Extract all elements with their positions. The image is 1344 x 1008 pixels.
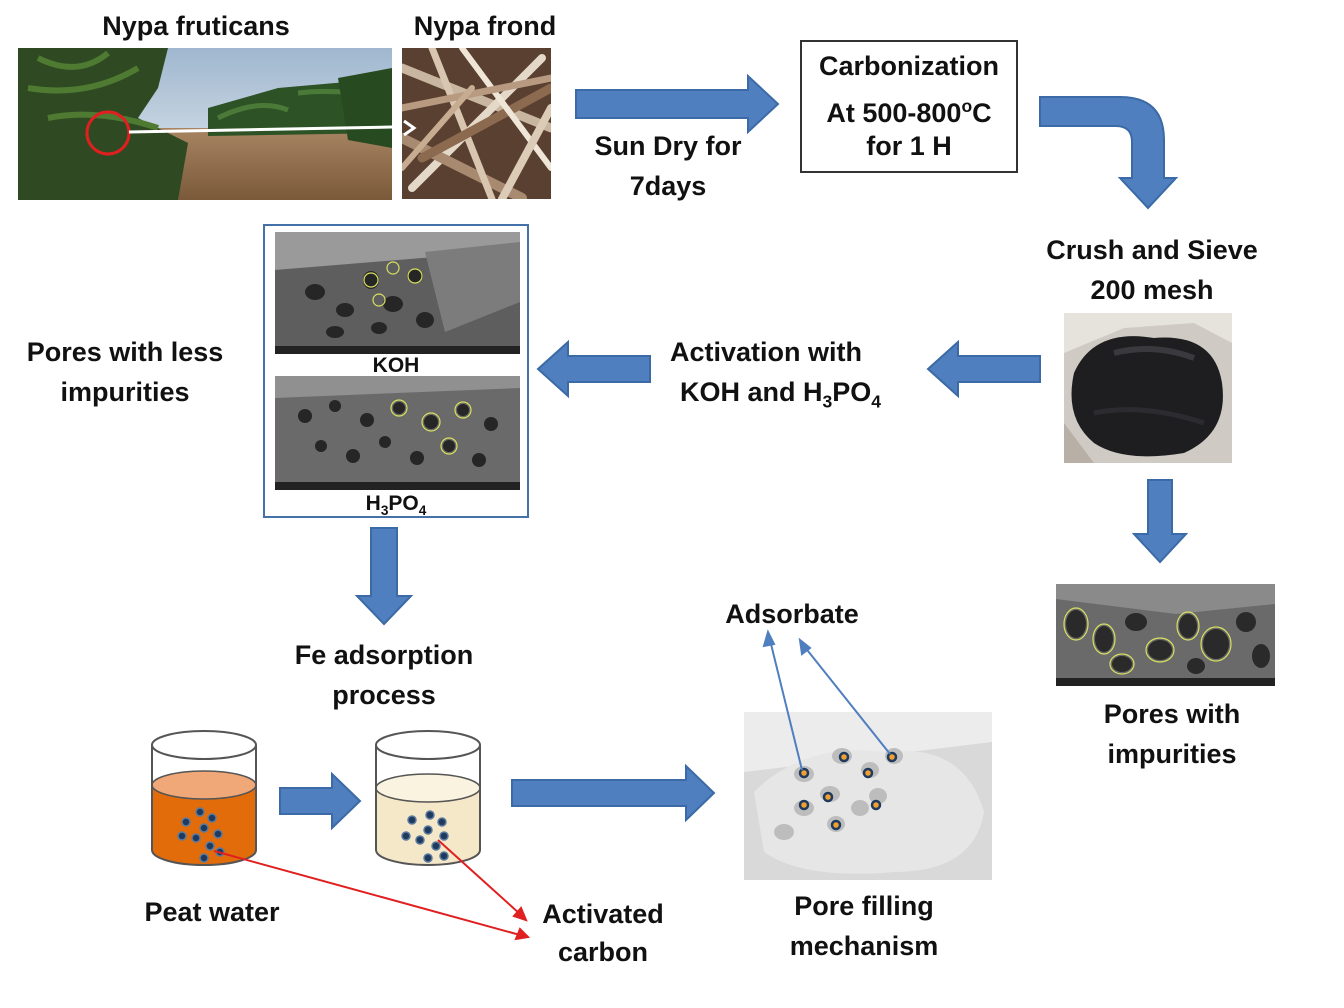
sun-dry-label-line2: 7days bbox=[629, 171, 707, 201]
activated-sem-frame: KOH H3PO4 bbox=[263, 224, 529, 518]
peat-particles bbox=[177, 807, 225, 863]
pores-with-impurities-line2: impurities bbox=[1107, 739, 1237, 769]
carbonization-line1: Carbonization bbox=[819, 51, 999, 81]
fe-adsorption-line2: process bbox=[332, 680, 436, 710]
activation-label-line1: Activation with bbox=[670, 337, 863, 367]
sem-h3po4 bbox=[275, 376, 520, 490]
sem-with-impurities bbox=[1056, 584, 1275, 686]
crush-label-line2: 200 mesh bbox=[1090, 275, 1214, 305]
highlight-circle bbox=[85, 110, 131, 156]
carbonization-box: Carbonization At 500-800oC for 1 H bbox=[800, 40, 1018, 173]
crush-label-line1: Crush and Sieve bbox=[1046, 235, 1258, 265]
activation-label-line2: KOH and H3PO4 bbox=[680, 377, 882, 412]
adsorbate-label: Adsorbate bbox=[725, 599, 859, 629]
pore-filling-line1: Pore filling bbox=[794, 891, 934, 921]
nypa-fruticans-photo bbox=[18, 48, 392, 200]
carbonization-line3: for 1 H bbox=[866, 131, 952, 161]
sun-dry-label-line1: Sun Dry for bbox=[594, 131, 742, 161]
peat-water-beaker bbox=[151, 730, 257, 866]
peat-water-label: Peat water bbox=[144, 897, 280, 927]
treated-water-beaker bbox=[375, 730, 481, 866]
sem-koh bbox=[275, 232, 520, 354]
nypa-frond-label: Nypa frond bbox=[413, 11, 557, 41]
pore-filling-image bbox=[744, 712, 992, 880]
activated-carbon-line2: carbon bbox=[557, 937, 649, 967]
activated-carbon-line1: Activated bbox=[542, 899, 664, 929]
beaker-arrow bbox=[279, 771, 362, 831]
fe-adsorption-line1: Fe adsorption bbox=[294, 640, 474, 670]
carbon-powder-photo bbox=[1064, 313, 1232, 463]
nypa-frond-photo bbox=[402, 48, 551, 199]
nypa-fruticans-label: Nypa fruticans bbox=[102, 11, 290, 41]
koh-caption: KOH bbox=[372, 354, 420, 377]
pore-filling-arrow bbox=[511, 763, 716, 823]
pores-less-label-line2: impurities bbox=[60, 377, 190, 407]
pores-with-impurities-line1: Pores with bbox=[1103, 699, 1241, 729]
pore-filling-line2: mechanism bbox=[789, 931, 939, 961]
pores-less-label-line1: Pores with less bbox=[26, 337, 224, 367]
carbonization-line2: At 500-800oC bbox=[826, 96, 992, 128]
h3po4-caption: H3PO4 bbox=[365, 492, 427, 519]
activated-carbon-particles bbox=[401, 810, 449, 863]
